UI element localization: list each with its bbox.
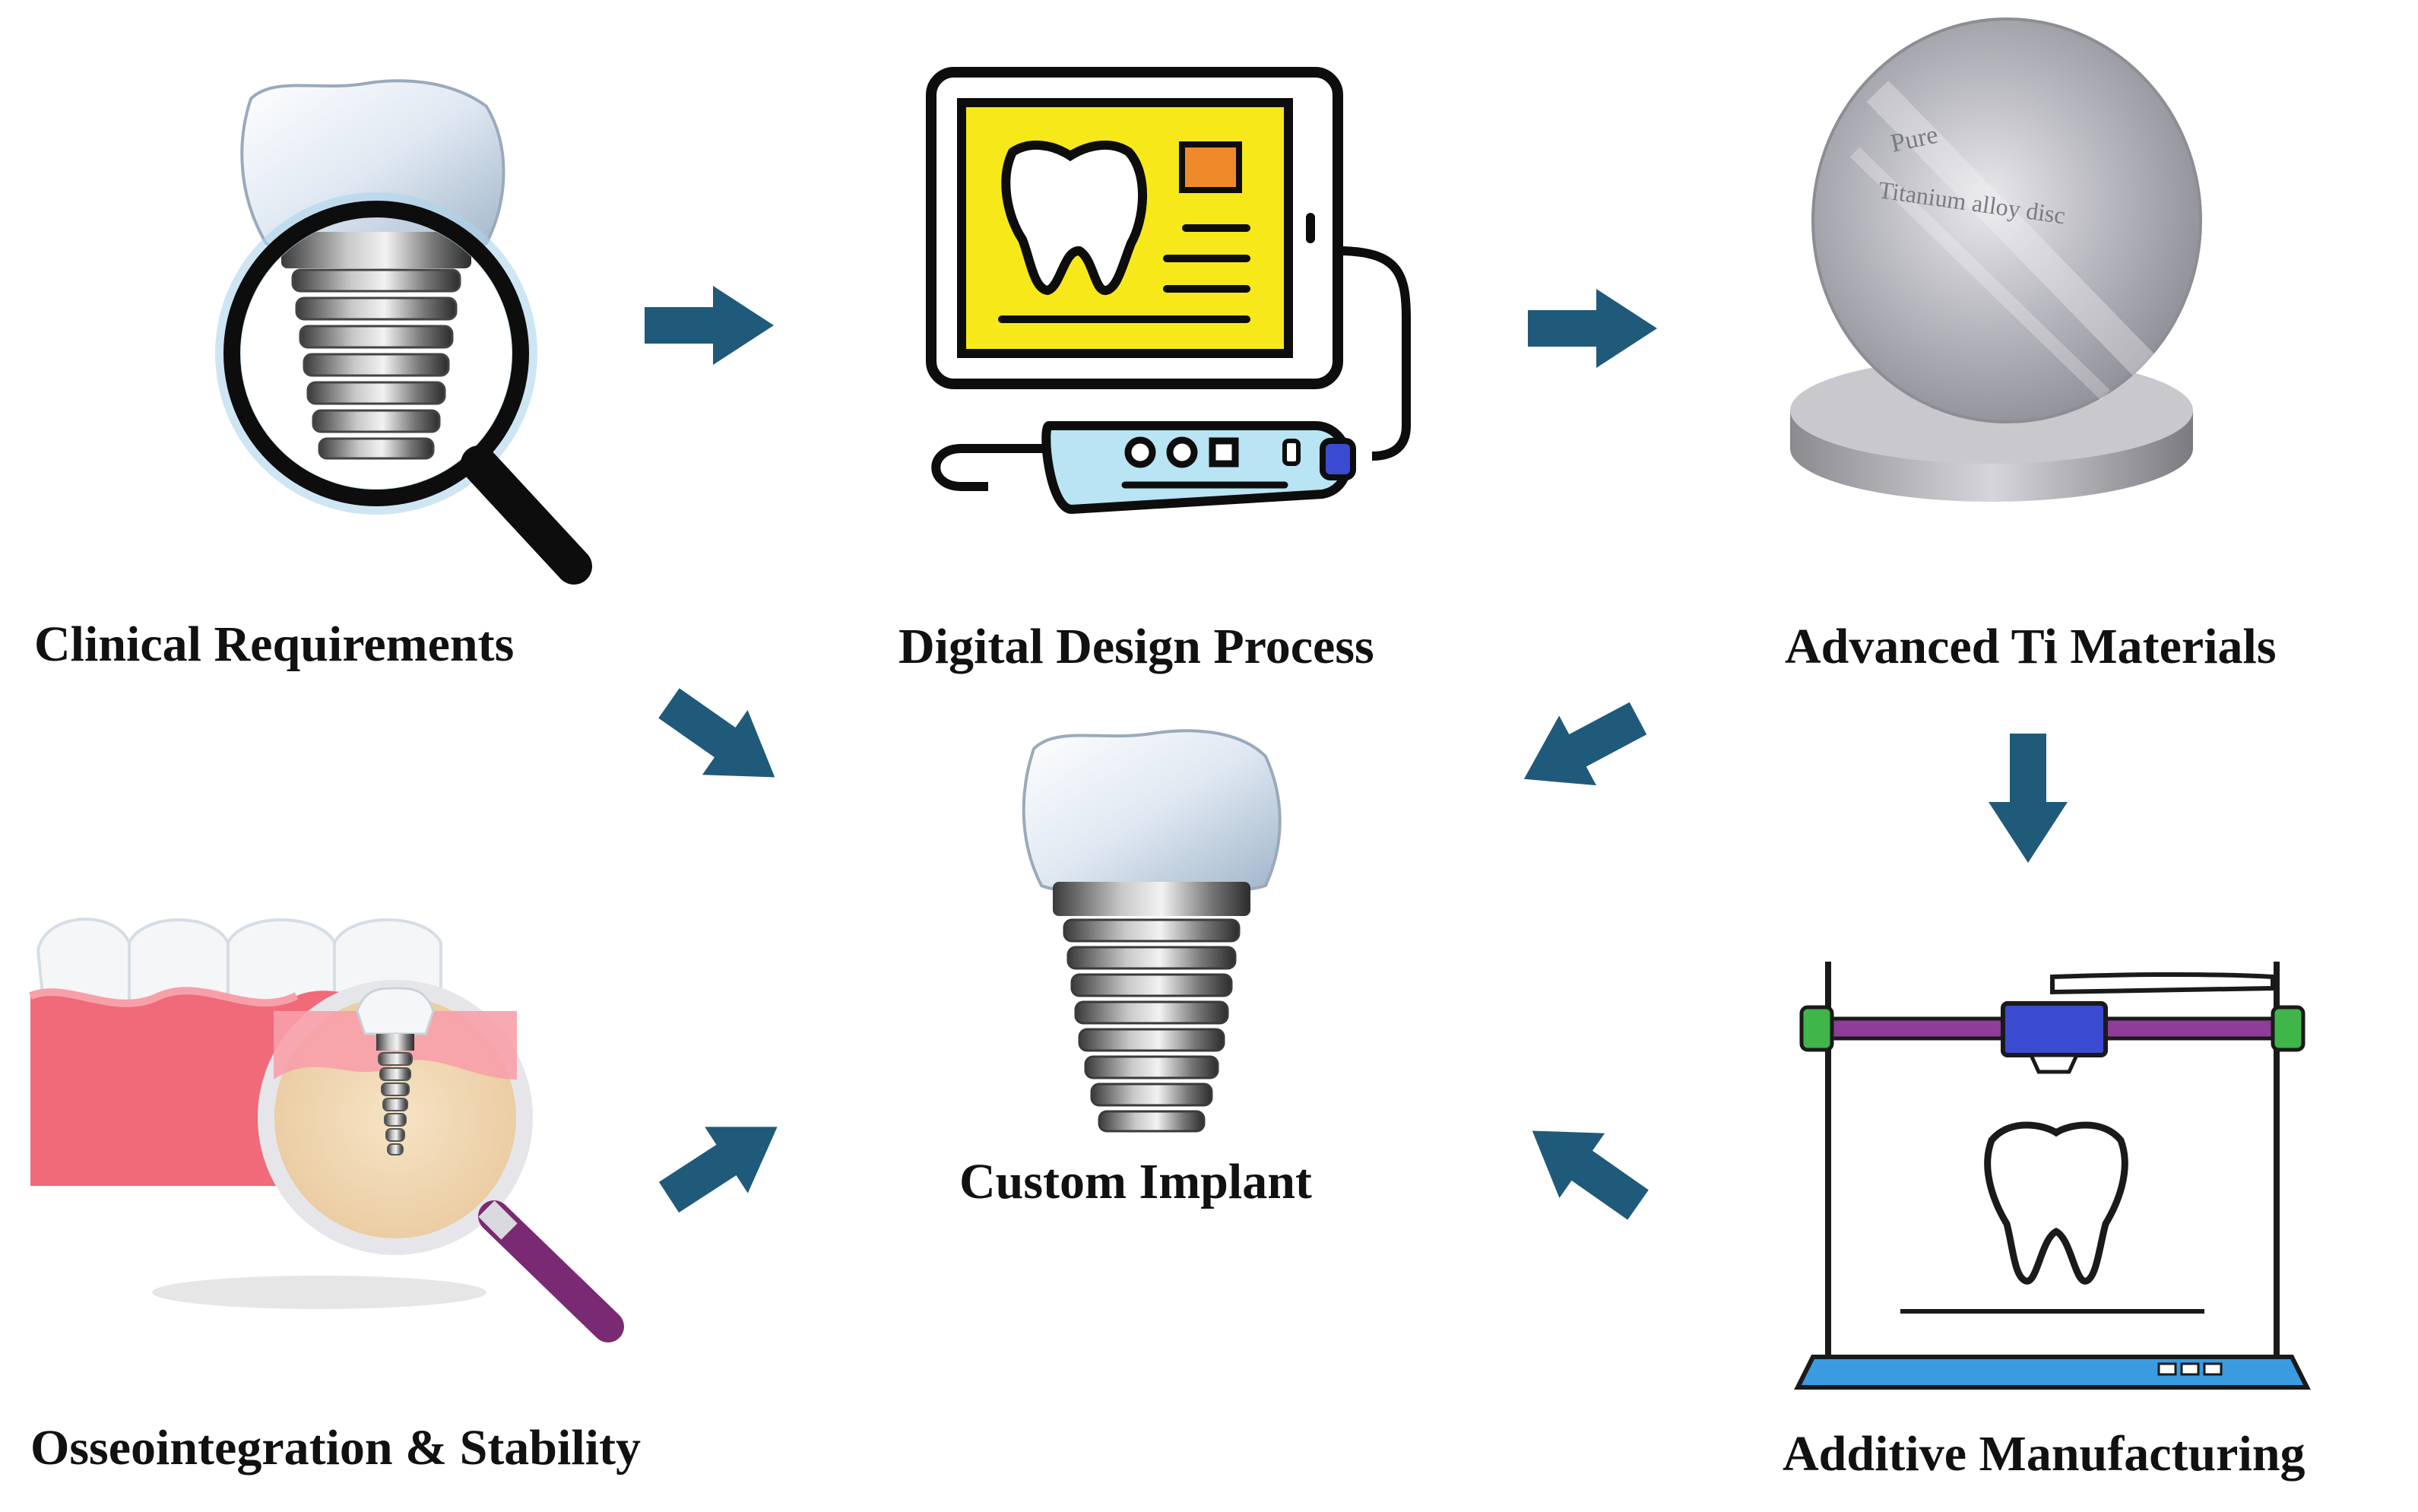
3d-printer-icon xyxy=(1794,962,2311,1390)
arrow-clinical-to-custom xyxy=(646,670,798,810)
label-advanced-ti-materials: Advanced Ti Materials xyxy=(1785,619,2277,674)
label-additive-manufacturing: Additive Manufacturing xyxy=(1783,1426,2305,1482)
label-digital-design-process: Digital Design Process xyxy=(898,619,1374,674)
arrow-digital-to-materials xyxy=(1528,289,1657,368)
label-clinical-requirements: Clinical Requirements xyxy=(34,617,515,672)
arrow-materials-to-custom xyxy=(1505,683,1657,814)
arrow-osseo-to-custom xyxy=(647,1093,799,1231)
label-osseointegration-stability: Osseointegration & Stability xyxy=(30,1420,641,1476)
titanium-disc-icon: Pure Titanium alloy disc xyxy=(1790,17,2202,502)
tablet-scanner-icon xyxy=(926,67,1411,515)
arrow-materials-to-additive xyxy=(1989,734,2068,863)
magnified-implant-icon xyxy=(215,79,592,585)
arrow-clinical-to-digital xyxy=(645,286,774,365)
arrow-additive-to-custom xyxy=(1509,1098,1661,1238)
gum-magnifier-icon xyxy=(29,918,624,1342)
dental-implant-icon xyxy=(1022,729,1282,1133)
label-custom-implant: Custom Implant xyxy=(959,1154,1312,1209)
